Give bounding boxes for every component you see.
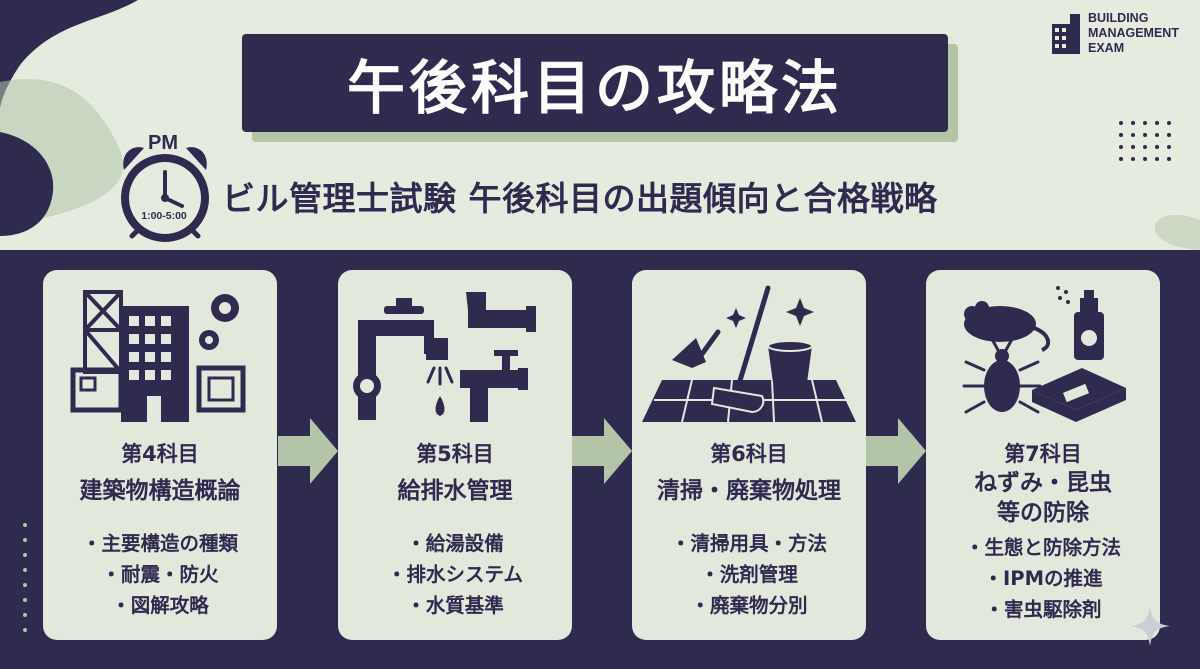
logo-text: BUILDING MANAGEMENT EXAM (1088, 11, 1179, 56)
list-item: ・IPMの推進 (983, 567, 1103, 590)
arrow-right-icon (866, 418, 926, 484)
subject-number: 第5科目 (416, 442, 494, 466)
subject-points: ・給湯設備 ・排水システム ・水質基準 (338, 528, 572, 621)
list-item: ・害虫駆除剤 (984, 598, 1102, 621)
subject-name: 清掃・廃棄物処理 (657, 478, 841, 504)
pm-label: PM (148, 132, 178, 154)
building-logo-icon (1052, 14, 1080, 54)
subject-name-line: ねずみ・昆虫 (974, 470, 1112, 496)
alarm-clock-icon (121, 147, 209, 242)
subject-points: ・主要構造の種類 ・耐震・防火 ・図解攻略 (43, 528, 277, 621)
list-item: ・清掃用具・方法 (670, 532, 827, 555)
page-title: 午後科目の攻略法 (346, 54, 843, 122)
pest-control-icon (962, 286, 1126, 422)
list-item: ・水質基準 (406, 594, 504, 617)
subtitle: ビル管理士試験 午後科目の出題傾向と合格戦略 (222, 179, 938, 218)
clock: PM 1:00-5:00 (110, 126, 220, 246)
subject-name: 給排水管理 (397, 478, 513, 504)
list-item: ・給湯設備 (406, 532, 504, 555)
subject-card-5: 第5科目 給排水管理 ・給湯設備 ・排水システム ・水質基準 (338, 270, 572, 640)
logo-line: MANAGEMENT (1088, 26, 1179, 40)
subject-number: 第4科目 (121, 442, 199, 466)
list-item: ・主要構造の種類 (81, 532, 238, 555)
subject-points: ・清掃用具・方法 ・洗剤管理 ・廃棄物分別 (632, 528, 866, 621)
exam-logo: BUILDING MANAGEMENT EXAM (1050, 10, 1190, 60)
arrow-right-icon (572, 418, 632, 484)
clock-time-range: 1:00-5:00 (141, 210, 187, 222)
subject-name-line: 等の防除 (997, 500, 1089, 526)
list-item: ・洗剤管理 (700, 563, 798, 586)
list-item: ・廃棄物分別 (690, 594, 808, 617)
title-banner: 午後科目の攻略法 (242, 34, 958, 142)
logo-line: EXAM (1088, 41, 1125, 55)
subject-name: 建築物構造概論 (79, 478, 241, 504)
dot-column-decoration (23, 523, 27, 632)
list-item: ・耐震・防火 (101, 563, 219, 586)
title-box: 午後科目の攻略法 (242, 34, 948, 132)
subject-card-6: 第6科目 清掃・廃棄物処理 ・清掃用具・方法 ・洗剤管理 ・廃棄物分別 (632, 270, 866, 640)
subject-name: ねずみ・昆虫 等の防除 (926, 468, 1160, 528)
arrow-right-icon (278, 418, 338, 484)
subject-card-7: 第7科目 ねずみ・昆虫 等の防除 ・生態と防除方法 ・IPMの推進 ・害虫駆除剤 (926, 270, 1160, 640)
cleaning-tools-icon (642, 285, 856, 423)
subject-points: ・生態と防除方法 ・IPMの推進 ・害虫駆除剤 (926, 532, 1160, 625)
list-item: ・図解攻略 (111, 594, 209, 617)
faucet-pipes-icon (353, 292, 536, 422)
subject-card-4: 第4科目 建築物構造概論 ・主要構造の種類 ・耐震・防火 ・図解攻略 (43, 270, 277, 640)
subject-number: 第6科目 (710, 442, 788, 466)
list-item: ・排水システム (387, 563, 523, 586)
list-item: ・生態と防除方法 (964, 536, 1121, 559)
dot-grid-decoration (1119, 121, 1171, 161)
building-structure-icon (70, 290, 246, 422)
subject-number: 第7科目 (1004, 442, 1082, 466)
sparkle-icon (1130, 606, 1170, 646)
logo-line: BUILDING (1088, 11, 1149, 25)
